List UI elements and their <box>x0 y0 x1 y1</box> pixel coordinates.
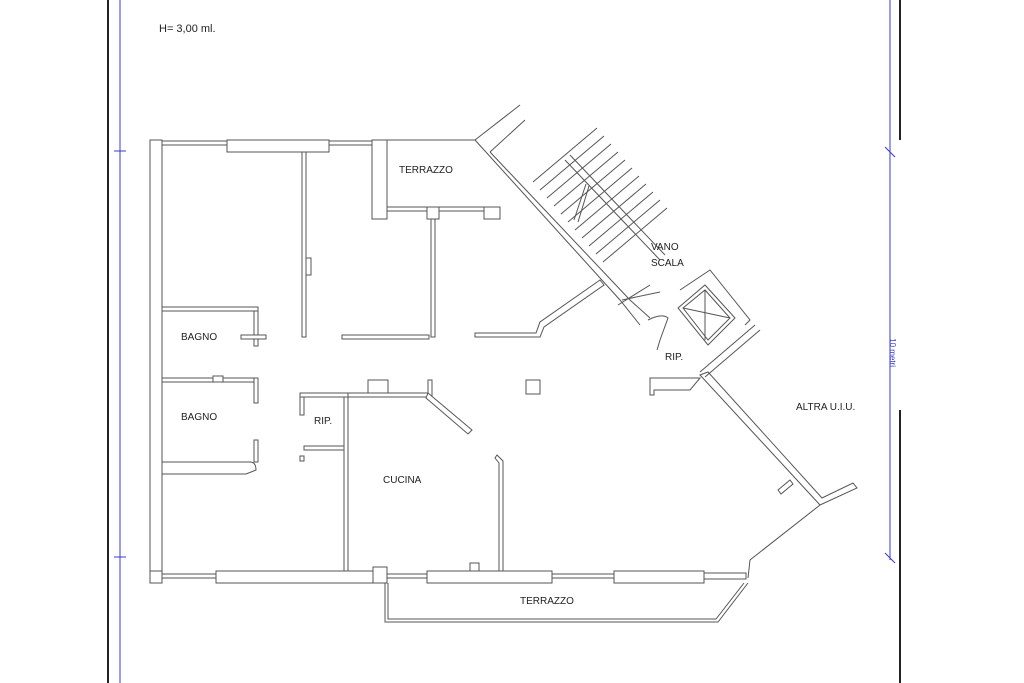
room-label-terrazzo-south: TERRAZZO <box>520 596 574 607</box>
room-label-vano-scala-2: SCALA <box>651 258 684 269</box>
tick-right-top <box>884 146 896 158</box>
room-label-bagno-1: BAGNO <box>181 332 218 343</box>
height-note: H= 3,00 ml. <box>159 23 216 35</box>
walls <box>149 104 858 623</box>
room-label-terrazzo-north: TERRAZZO <box>399 165 453 176</box>
room-label-bagno-2: BAGNO <box>181 412 218 423</box>
room-label-vano-scala-1: VANO <box>651 242 679 253</box>
tick-right-bottom <box>884 552 896 564</box>
room-label-rip-1: RIP. <box>314 416 333 427</box>
scale-label: 10 metri <box>888 338 898 368</box>
room-label-cucina: CUCINA <box>383 475 422 486</box>
room-label-rip-2: RIP. <box>665 352 684 363</box>
room-label-altra-uiu: ALTRA U.I.U. <box>796 402 856 413</box>
